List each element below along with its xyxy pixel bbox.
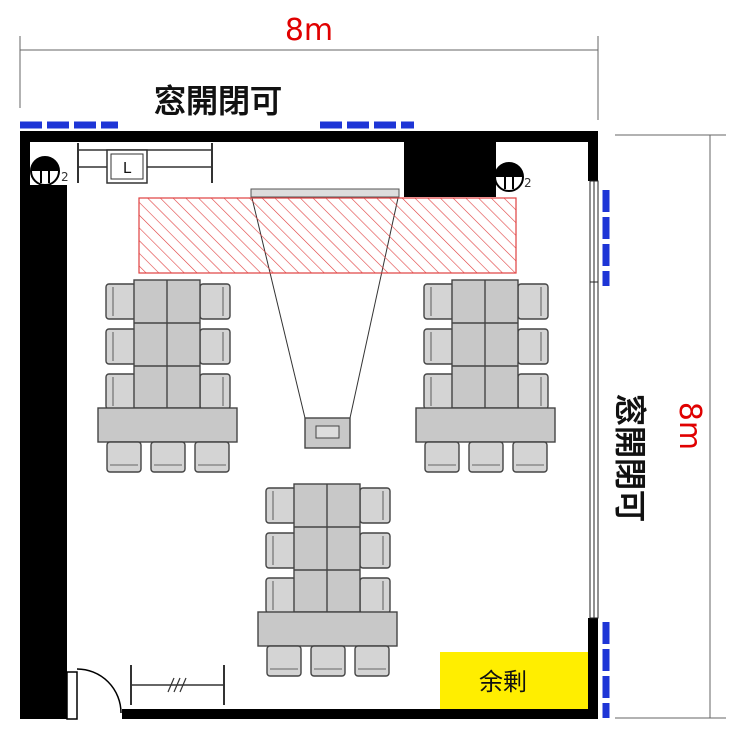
chair: [106, 441, 142, 473]
outlet-right-count: 2: [524, 176, 532, 190]
stage-area: [138, 197, 517, 274]
chair: [105, 328, 137, 365]
chair: [266, 645, 302, 677]
chair: [265, 577, 297, 614]
outlet-right-icon: 2: [494, 162, 532, 192]
chair: [423, 283, 455, 320]
surplus-label: 余剰: [479, 668, 527, 696]
chair: [265, 532, 297, 569]
top-window-label: 窓開閉可: [154, 82, 282, 120]
chair: [199, 283, 231, 320]
chair: [359, 577, 391, 614]
front-desk: [97, 407, 238, 443]
chair: [265, 487, 297, 524]
room-walls: [20, 131, 599, 719]
right-dimension: 8m: [615, 134, 726, 719]
outlet-left-count: 2: [61, 170, 69, 184]
projector: [304, 417, 351, 449]
desk-group-right: [415, 279, 556, 473]
chair: [199, 328, 231, 365]
chair: [194, 441, 230, 473]
chair: [359, 487, 391, 524]
entrance-door: [66, 668, 122, 720]
surplus-area: 余剰: [440, 652, 588, 709]
width-dimension-label: 8m: [285, 13, 333, 48]
chair: [359, 532, 391, 569]
front-desk: [415, 407, 556, 443]
chair: [310, 645, 346, 677]
window-markers: [20, 121, 610, 718]
storage-rack: [130, 665, 225, 705]
top-dimension: 8m: [19, 13, 599, 120]
chair: [517, 328, 549, 365]
chair: [150, 441, 186, 473]
chair: [105, 283, 137, 320]
chair: [468, 441, 504, 473]
chair: [105, 373, 137, 410]
outlet-left-icon: 2: [30, 156, 69, 186]
front-desk: [257, 611, 398, 647]
chair: [424, 441, 460, 473]
chair: [354, 645, 390, 677]
chair: [199, 373, 231, 410]
lectern: L: [106, 149, 148, 184]
chair: [423, 328, 455, 365]
depth-dimension-label: 8m: [672, 402, 707, 450]
chair: [512, 441, 548, 473]
desk-groups: [97, 279, 556, 677]
chair: [517, 283, 549, 320]
right-window-label: 窓開閉可: [611, 394, 649, 522]
desk-group-left: [97, 279, 238, 473]
desk-group-center: [257, 483, 398, 677]
chair: [517, 373, 549, 410]
chair: [423, 373, 455, 410]
lectern-label: L: [123, 159, 132, 177]
